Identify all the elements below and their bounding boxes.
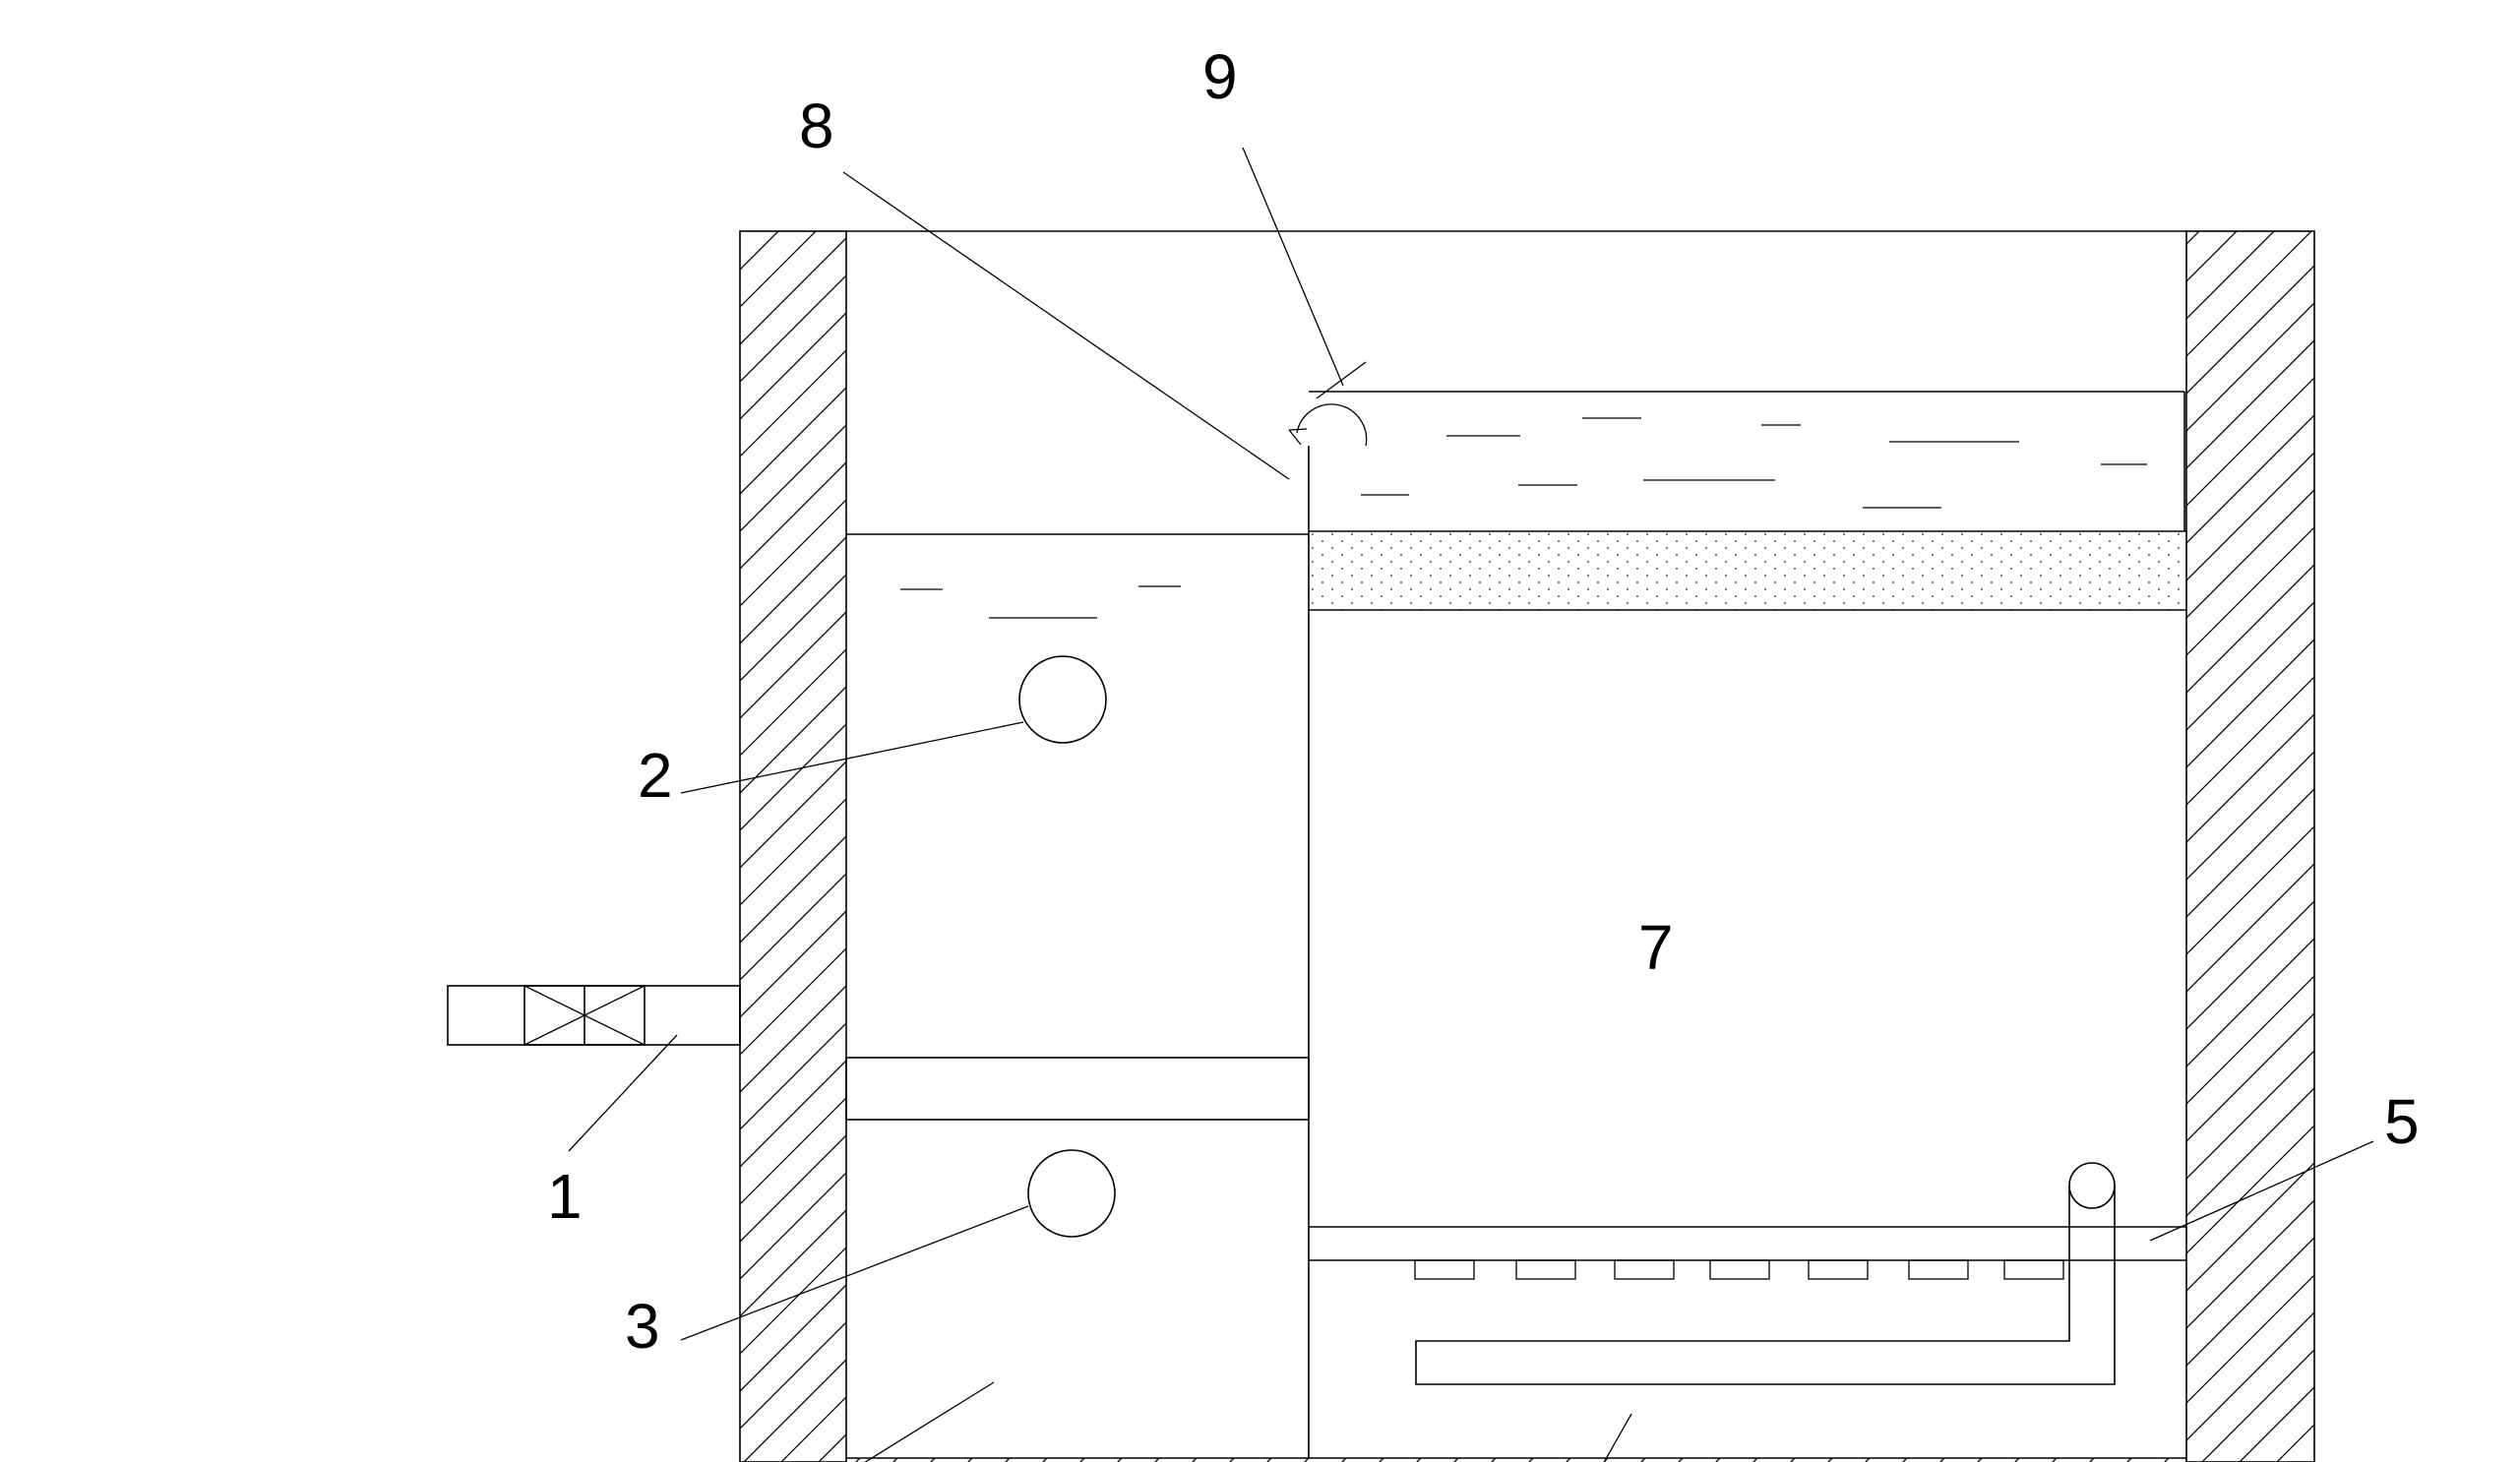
left-water-surface-marks: [900, 585, 1181, 619]
inlet-pipe: [447, 985, 741, 1046]
label-8: 8: [799, 91, 834, 161]
label-1: 1: [547, 1161, 583, 1232]
filter-media-layer: [1309, 531, 2186, 611]
top-water-surface-marks: [1361, 417, 2147, 509]
left-wall: [739, 230, 847, 1462]
overflow-arrow-icon: [1288, 403, 1368, 447]
label-2: 2: [638, 740, 673, 811]
label-3: 3: [625, 1291, 660, 1362]
top-water-layer: [1309, 391, 2186, 532]
upper-circle-component: [1018, 655, 1107, 744]
middle-separator-plate: [845, 1057, 1310, 1121]
left-chamber: [846, 446, 1310, 1458]
bottom-plate: [1309, 1226, 2186, 1261]
label-9: 9: [1202, 41, 1238, 112]
right-wall: [2185, 230, 2315, 1462]
valve-icon: [523, 985, 645, 1046]
tank-floor: [846, 1457, 2186, 1462]
leader-lines: [568, 147, 2374, 1462]
lower-circle-component: [1027, 1149, 1116, 1238]
label-5: 5: [2384, 1086, 2420, 1157]
label-7: 7: [1638, 912, 1674, 983]
air-distribution-pipe: [1415, 1162, 2116, 1385]
aerator-nozzles: [1414, 1259, 2064, 1280]
